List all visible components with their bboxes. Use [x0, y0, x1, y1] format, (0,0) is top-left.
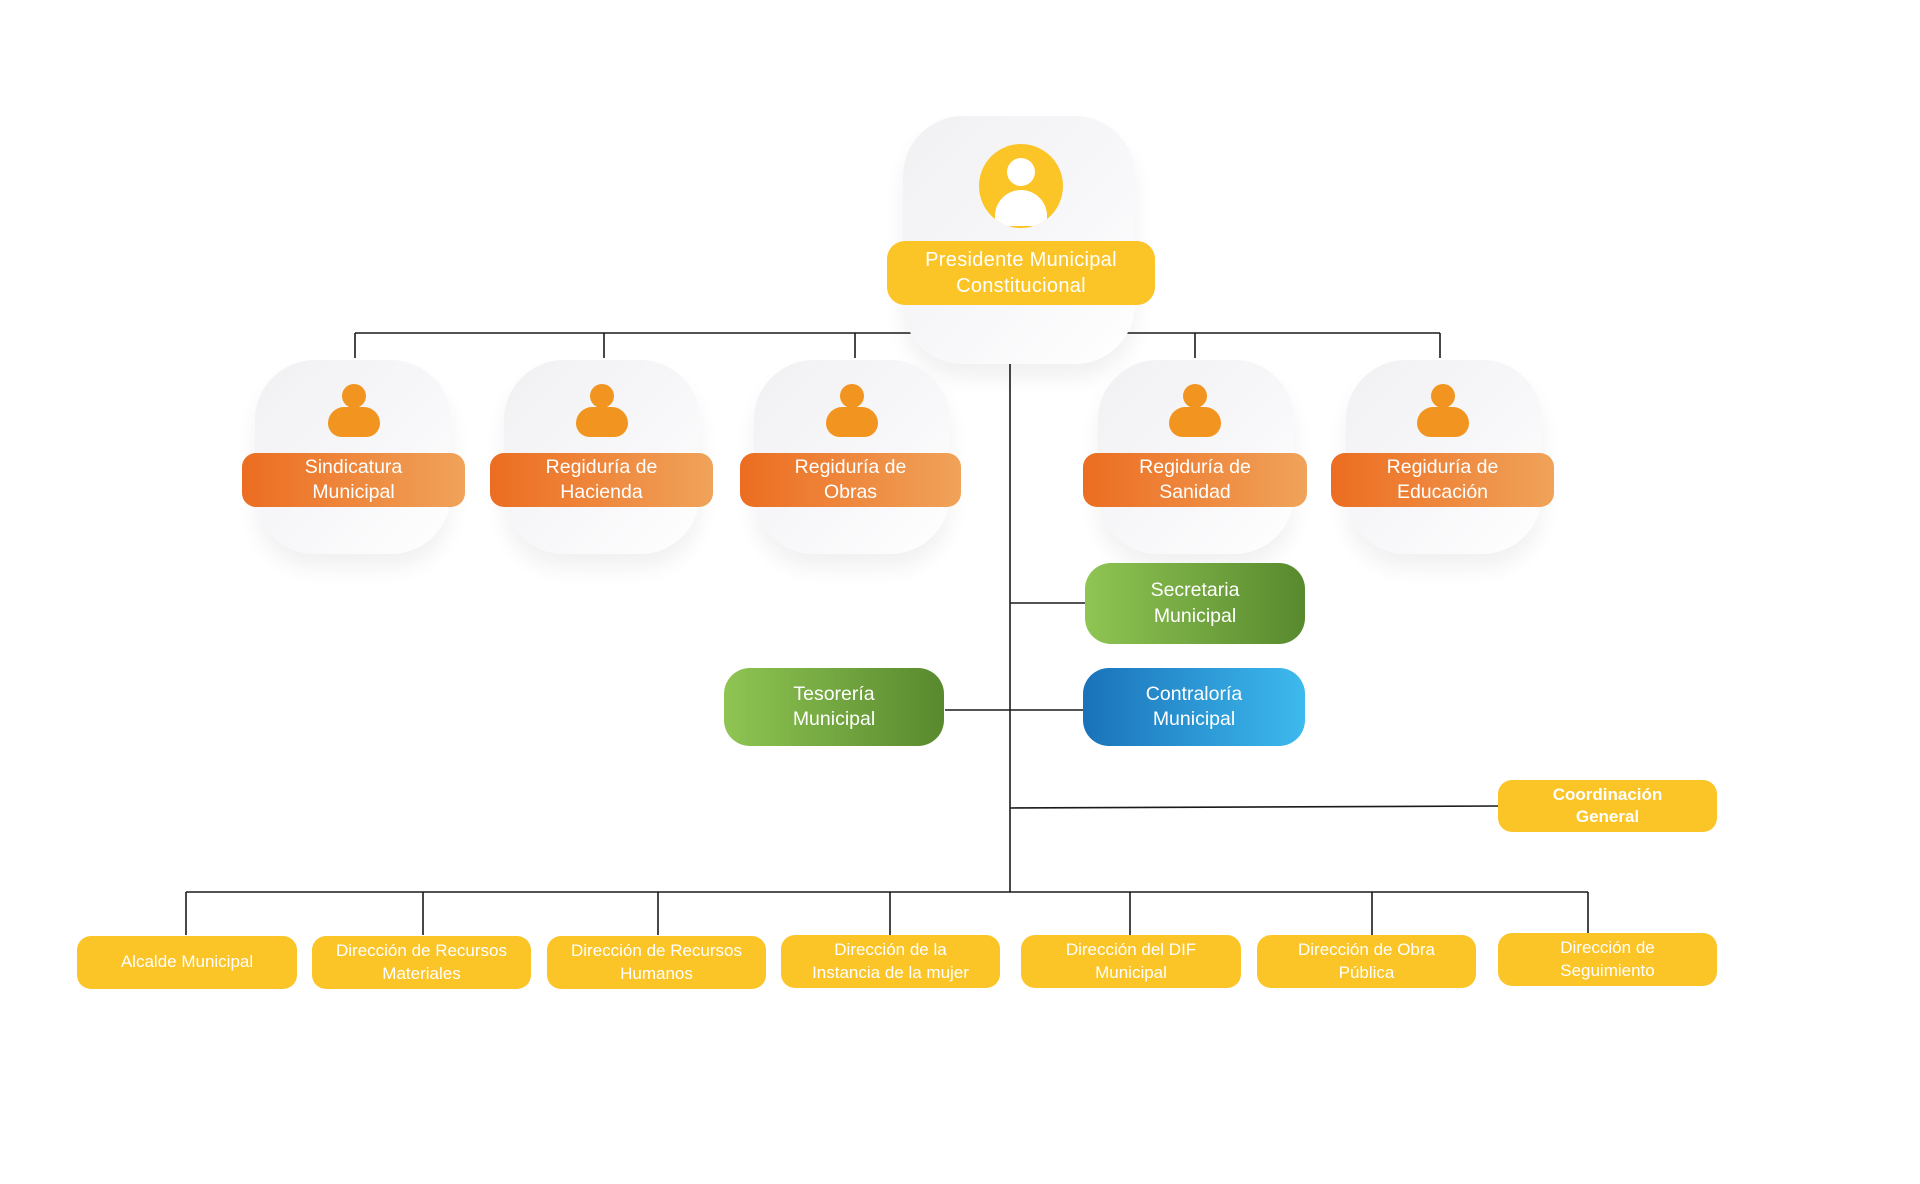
node-regiduria-obras[interactable]: Regiduría de Obras: [740, 453, 961, 507]
node-label-line2: Constitucional: [956, 275, 1086, 297]
node-label-line2: Instancia de la mujer: [812, 962, 969, 982]
node-label-line2: General: [1575, 807, 1640, 826]
node-contraloria-municipal[interactable]: Contraloría Municipal: [1083, 668, 1305, 746]
node-label-line1: Dirección de la: [834, 940, 947, 960]
node-label-line1: Secretaria: [1150, 579, 1240, 602]
node-secretaria-municipal[interactable]: Secretaria Municipal: [1085, 563, 1305, 644]
node-label-line1: Dirección del DIF: [1065, 940, 1197, 960]
node-label-line1: Dirección de: [1560, 938, 1655, 958]
node-label-line2: Sanidad: [1159, 481, 1231, 503]
node-direccion-obra-publica[interactable]: Dirección de Obra Pública: [1257, 935, 1476, 988]
node-label-line2: Obras: [823, 481, 878, 503]
node-label-line1: Regiduría de: [1386, 455, 1499, 478]
node-direccion-recursos-humanos[interactable]: Dirección de Recursos Humanos: [547, 936, 766, 989]
node-regiduria-educacion[interactable]: Regiduría de Educación: [1331, 453, 1554, 507]
node-alcalde-municipal[interactable]: Alcalde Municipal: [77, 936, 297, 989]
node-label-line2: Hacienda: [560, 481, 643, 503]
node-label-line1: Regiduría de: [545, 455, 658, 478]
node-label-line2: Materiales: [382, 963, 461, 983]
node-label-line2: Seguimiento: [1560, 960, 1655, 980]
connector-coordinacion: [1009, 805, 1501, 809]
node-label-line1: Alcalde Municipal: [120, 952, 254, 972]
node-direccion-seguimiento[interactable]: Dirección de Seguimiento: [1498, 933, 1717, 986]
node-label-line1: Sindicatura: [304, 455, 403, 478]
person-icon: [1168, 384, 1222, 440]
node-label-line1: Coordinación: [1552, 784, 1663, 804]
person-icon: [327, 384, 381, 440]
node-label-line2: Municipal: [792, 708, 876, 730]
node-regiduria-hacienda[interactable]: Regiduría de Hacienda: [490, 453, 713, 507]
node-direccion-dif-municipal[interactable]: Dirección del DIF Municipal: [1021, 935, 1241, 988]
node-label-line2: Humanos: [620, 963, 693, 983]
node-label-line1: Tesorería: [793, 682, 875, 705]
person-icon: [575, 384, 629, 440]
node-label-line2: Municipal: [1095, 962, 1167, 982]
node-label-line2: Educación: [1396, 481, 1489, 503]
node-label-line2: Municipal: [1152, 708, 1236, 730]
node-label-line1: Regiduría de: [1139, 455, 1251, 478]
node-label-line1: Contraloría: [1145, 682, 1243, 705]
root-node-presidente[interactable]: Presidente Municipal Constitucional: [887, 241, 1155, 305]
node-regiduria-sanidad[interactable]: Regiduría de Sanidad: [1083, 453, 1307, 507]
node-label-line2: Municipal: [1153, 604, 1237, 627]
node-label-line1: Presidente Municipal: [925, 249, 1117, 271]
node-label-line1: Dirección de Recursos: [570, 941, 742, 961]
node-direccion-instancia-mujer[interactable]: Dirección de la Instancia de la mujer: [781, 935, 1000, 988]
user-avatar-icon: [979, 144, 1063, 228]
node-sindicatura[interactable]: Sindicatura Municipal: [242, 453, 465, 507]
node-label-line2: Pública: [1338, 962, 1395, 982]
node-tesoreria-municipal[interactable]: Tesorería Municipal: [724, 668, 944, 746]
node-label-line2: Municipal: [312, 481, 395, 503]
node-direccion-recursos-materiales[interactable]: Dirección de Recursos Materiales: [312, 936, 531, 989]
node-coordinacion-general[interactable]: Coordinación General: [1498, 780, 1717, 832]
node-label-line1: Dirección de Recursos: [335, 941, 507, 961]
node-label-line1: Dirección de Obra: [1297, 940, 1435, 960]
person-icon: [825, 384, 879, 440]
person-icon: [1416, 384, 1470, 440]
node-label-line1: Regiduría de: [794, 455, 907, 478]
